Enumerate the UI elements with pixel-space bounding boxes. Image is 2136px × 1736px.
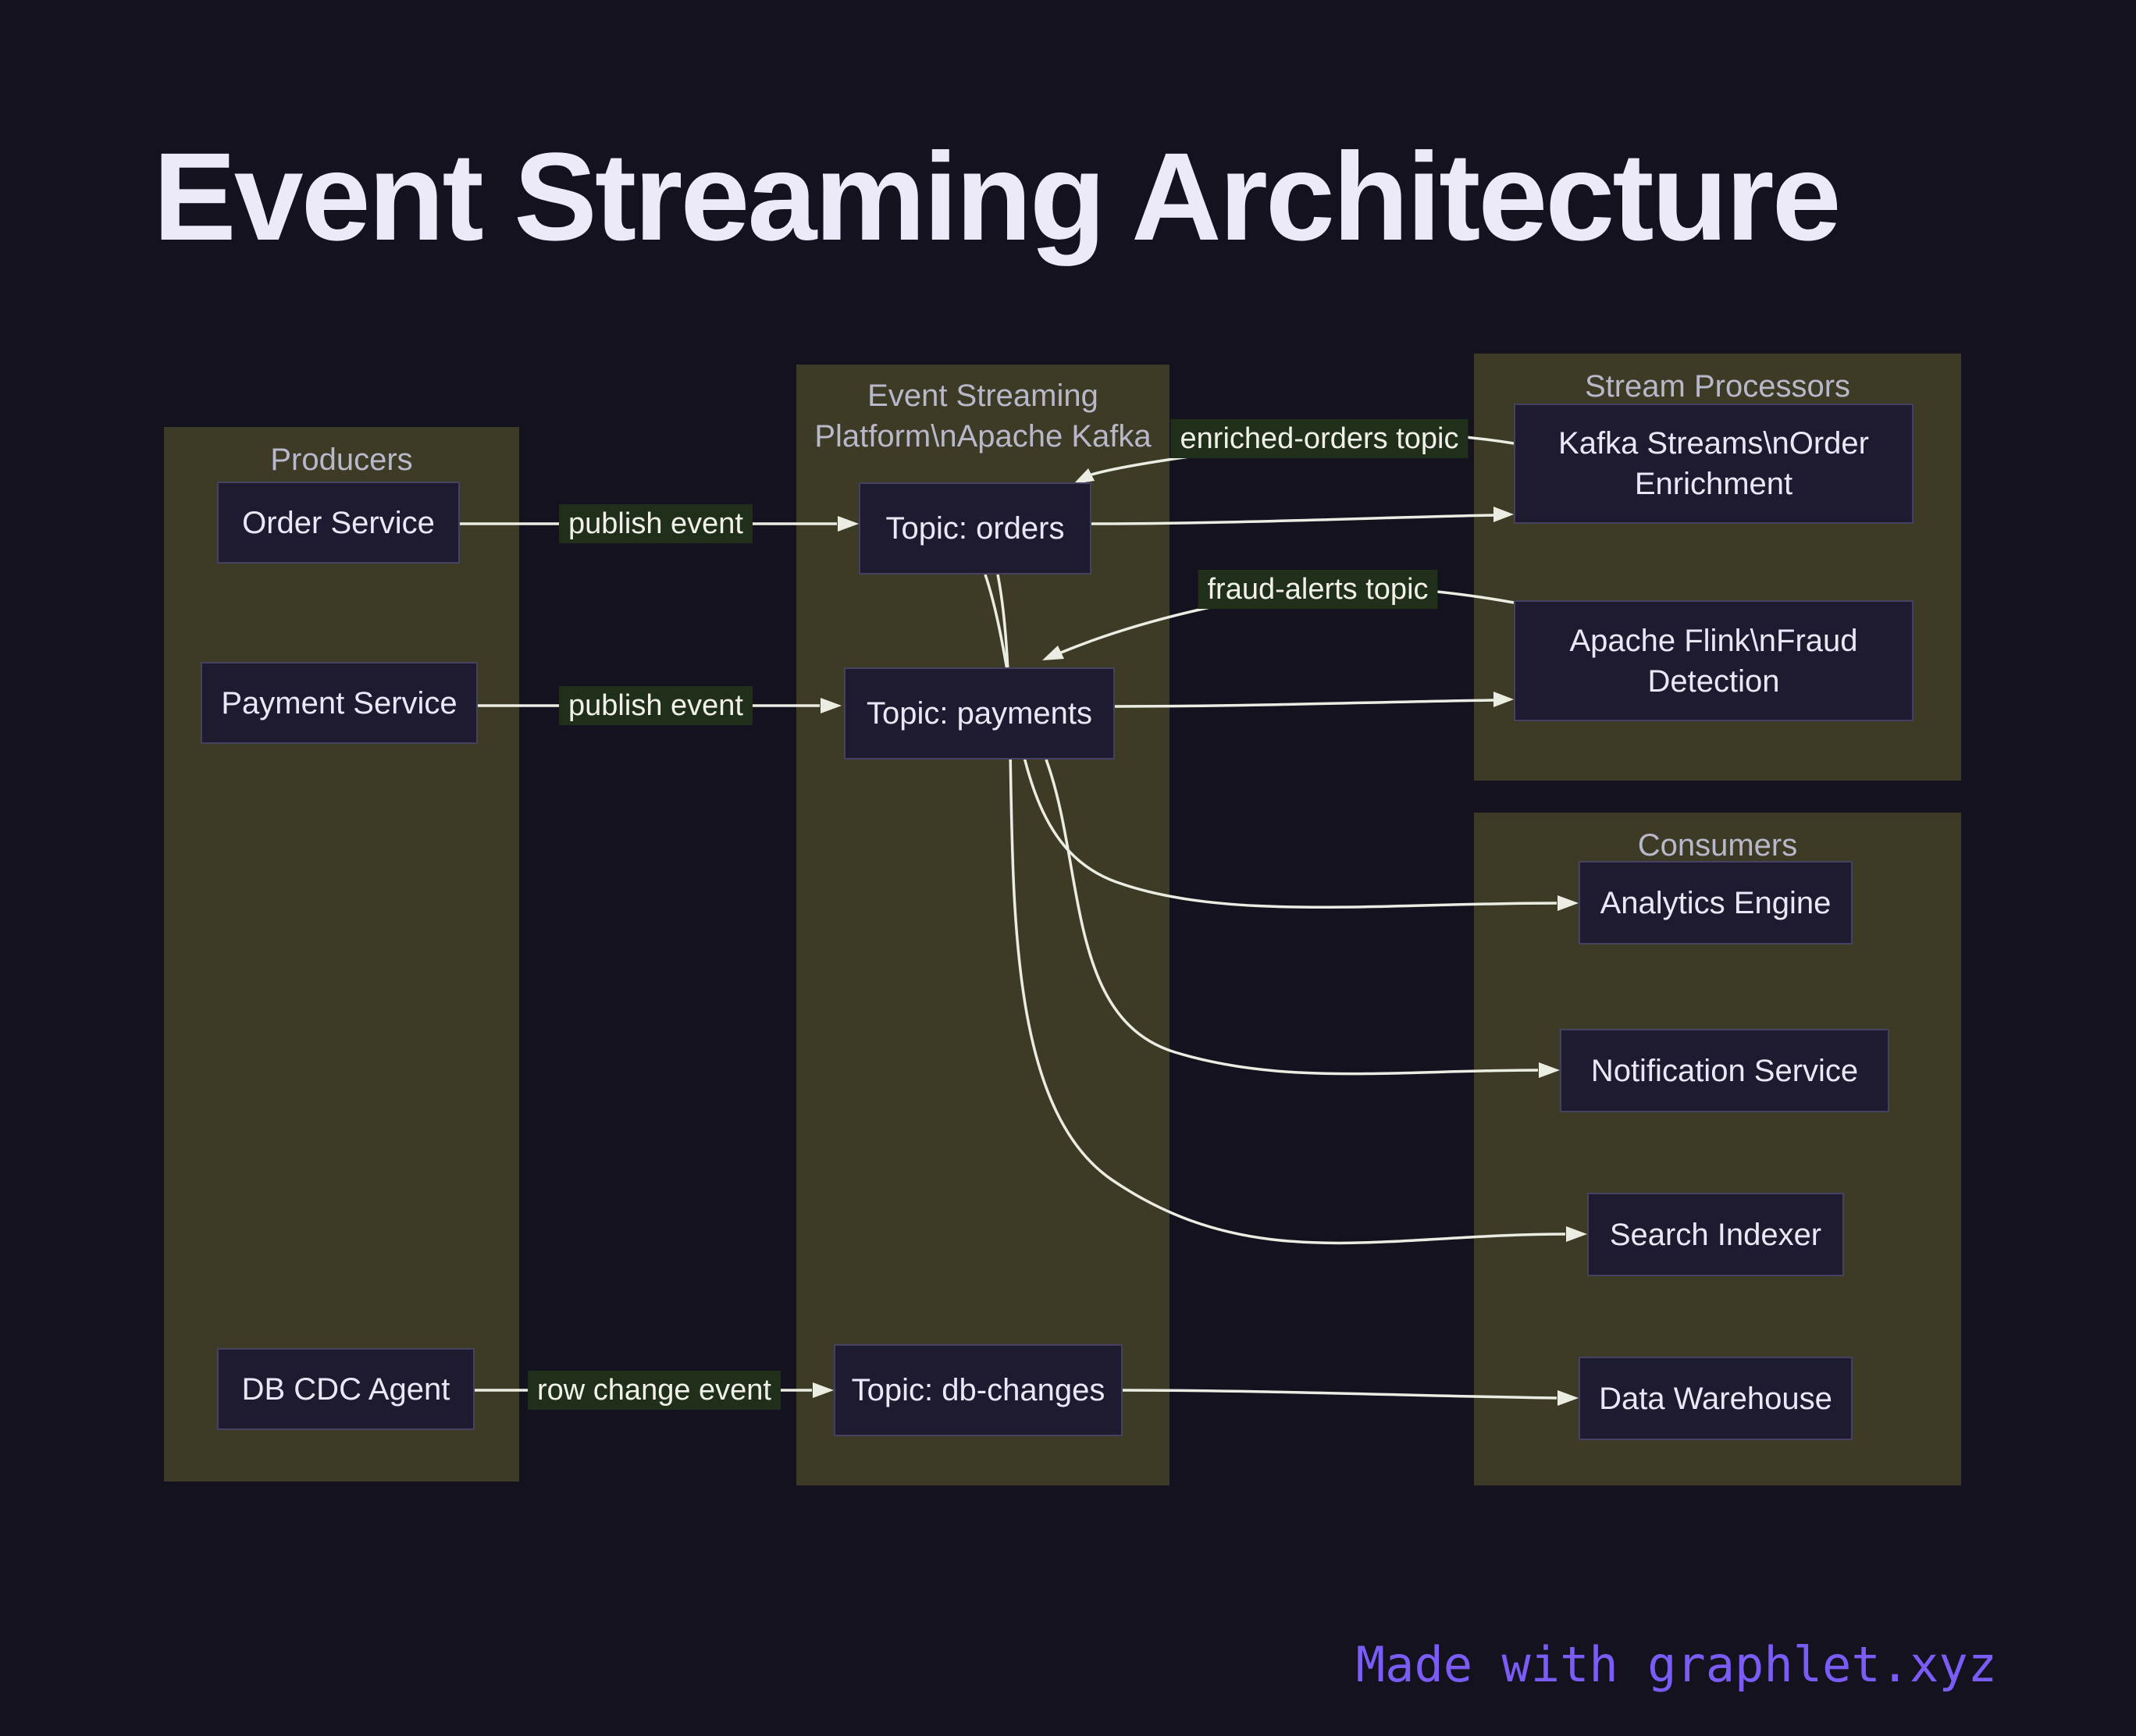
node-topic-payments-label: Topic: payments	[866, 696, 1093, 731]
edge-topic-orders-to-kafka-streams	[1091, 514, 1494, 525]
group-producers: Producers	[164, 427, 519, 1482]
node-search-indexer: Search Indexer	[1587, 1193, 1844, 1276]
edge-topic-orders-to-search-indexer	[996, 574, 1566, 1245]
node-db-cdc-agent-label: DB CDC Agent	[241, 1371, 450, 1407]
group-producers-title: Producers	[270, 443, 413, 477]
node-order-service: Order Service	[217, 482, 460, 564]
node-topic-db-changes: Topic: db-changes	[834, 1344, 1123, 1436]
node-db-cdc-agent: DB CDC Agent	[217, 1348, 475, 1430]
node-apache-flink: Apache Flink\nFraud Detection	[1514, 600, 1914, 721]
node-kafka-streams: Kafka Streams\nOrder Enrichment	[1514, 404, 1914, 524]
arrowhead-enriched-orders	[1073, 468, 1095, 484]
node-data-warehouse-label: Data Warehouse	[1599, 1381, 1832, 1416]
edge-label-publish-event-orders: publish event	[559, 504, 753, 543]
edge-topic-db-changes-to-data-warehouse	[1122, 1389, 1558, 1400]
group-stream-processors-title: Stream Processors	[1584, 369, 1851, 404]
made-with-graphlet-credit: Made with graphlet.xyz	[1355, 1636, 1997, 1693]
group-kafka-title-line1: Event Streaming	[867, 379, 1098, 413]
group-consumers-title: Consumers	[1637, 828, 1798, 863]
arrowhead-data-warehouse	[1558, 1390, 1579, 1406]
arrowhead-search-indexer	[1566, 1226, 1587, 1242]
node-topic-payments: Topic: payments	[844, 667, 1115, 760]
arrowhead-topic-orders	[838, 516, 859, 532]
edge-label-enriched-orders-topic: enriched-orders topic	[1170, 419, 1468, 458]
node-kafka-streams-line1: Kafka Streams\nOrder	[1558, 426, 1869, 461]
arrowhead-kafka-streams	[1493, 507, 1514, 522]
edge-topic-payments-to-notification	[1045, 759, 1539, 1076]
group-kafka-title: Event Streaming Platform\nApache Kafka	[796, 375, 1169, 457]
arrowhead-topic-payments	[821, 698, 842, 713]
node-topic-orders-label: Topic: orders	[885, 511, 1065, 546]
edge-label-publish-event-payments: publish event	[559, 686, 753, 725]
node-apache-flink-line2: Detection	[1647, 663, 1780, 699]
arrowhead-topic-db-changes	[813, 1382, 834, 1398]
node-search-indexer-label: Search Indexer	[1609, 1217, 1822, 1252]
group-kafka-title-line2: Platform\nApache Kafka	[814, 419, 1152, 454]
edge-topic-payments-to-apache-flink	[1114, 699, 1494, 708]
node-payment-service: Payment Service	[201, 662, 478, 744]
node-analytics-engine: Analytics Engine	[1579, 861, 1853, 944]
arrowhead-analytics-engine	[1558, 895, 1579, 911]
node-notification-service: Notification Service	[1560, 1029, 1889, 1112]
node-data-warehouse: Data Warehouse	[1579, 1357, 1853, 1440]
node-topic-db-changes-label: Topic: db-changes	[851, 1373, 1105, 1407]
arrowhead-notification-service	[1539, 1062, 1560, 1078]
node-topic-orders: Topic: orders	[859, 482, 1091, 575]
arrowhead-fraud-alerts	[1042, 646, 1064, 660]
node-analytics-engine-label: Analytics Engine	[1600, 885, 1832, 920]
arrowhead-apache-flink	[1493, 692, 1514, 707]
edge-label-row-change-event: row change event	[528, 1371, 781, 1410]
node-order-service-label: Order Service	[242, 505, 435, 540]
page-title: Event Streaming Architecture	[153, 126, 1842, 266]
node-kafka-streams-line2: Enrichment	[1634, 467, 1793, 501]
node-apache-flink-line1: Apache Flink\nFraud	[1569, 623, 1858, 658]
node-notification-service-label: Notification Service	[1590, 1053, 1859, 1088]
edge-label-fraud-alerts-topic: fraud-alerts topic	[1198, 570, 1438, 609]
node-payment-service-label: Payment Service	[221, 685, 457, 720]
